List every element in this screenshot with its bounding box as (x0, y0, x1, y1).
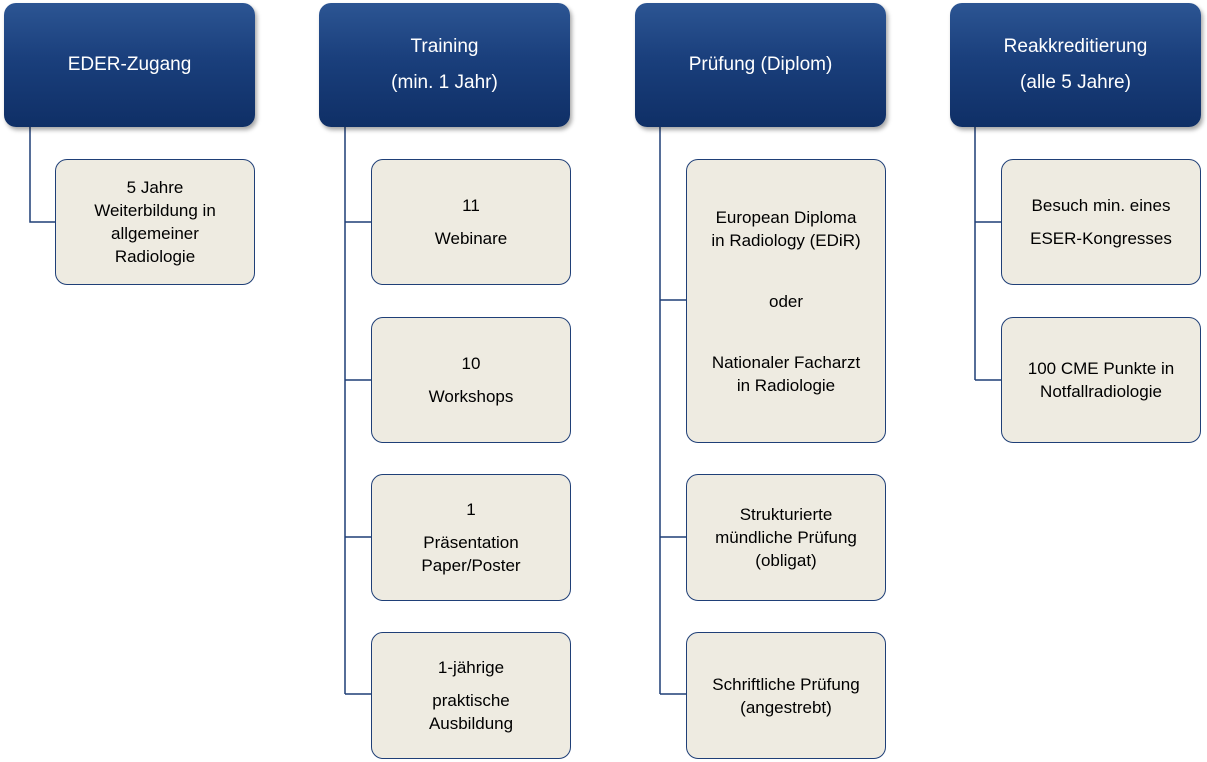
card-workshops: 10 Workshops (371, 317, 571, 443)
card-webinare: 11 Webinare (371, 159, 571, 285)
card-count: 1 (466, 500, 476, 519)
card-text: 1-jährige (437, 658, 505, 677)
header-sublabel: (min. 1 Jahr) (391, 72, 498, 93)
card-schriftliche-pruefung: Schriftliche Prüfung (angestrebt) (686, 632, 886, 759)
card-text: Ausbildung (428, 714, 514, 733)
card-connector-word: oder (768, 291, 804, 311)
header-label: Training (410, 36, 479, 57)
card-text: Weiterbildung in (94, 201, 216, 220)
card-text: 100 CME Punkte in (1027, 359, 1175, 378)
header-reakkreditierung: Reakkreditierung (alle 5 Jahre) (950, 3, 1201, 127)
card-text: Paper/Poster (421, 556, 521, 575)
header-sublabel: (alle 5 Jahre) (1020, 72, 1131, 93)
card-text: Workshops (428, 387, 514, 406)
card-text: mündliche Prüfung (715, 528, 857, 547)
card-text: European Diploma (715, 207, 857, 227)
card-muendliche-pruefung: Strukturierte mündliche Prüfung (obligat… (686, 474, 886, 601)
card-edir-oder-facharzt: European Diploma in Radiology (EDiR) ode… (686, 159, 886, 443)
card-count: 10 (461, 354, 481, 373)
card-text: (obligat) (755, 551, 817, 570)
card-text: Schriftliche Prüfung (712, 674, 860, 694)
header-training: Training (min. 1 Jahr) (319, 3, 570, 127)
card-text: allgemeiner (111, 224, 199, 243)
card-praktische-ausbildung: 1-jährige praktische Ausbildung (371, 632, 571, 759)
header-eder-zugang: EDER-Zugang (4, 3, 255, 127)
card-text: (angestrebt) (740, 697, 832, 717)
card-text: praktische (432, 691, 510, 710)
card-text: Radiologie (114, 247, 196, 266)
card-text: in Radiologie (736, 375, 836, 395)
card-text: Nationaler Facharzt (711, 352, 861, 372)
card-text: in Radiology (EDiR) (711, 230, 861, 250)
card-text: Besuch min. eines (1031, 196, 1171, 215)
card-count: 11 (462, 196, 480, 215)
connector-line (29, 127, 55, 223)
card-praesentation: 1 Präsentation Paper/Poster (371, 474, 571, 601)
card-eser-kongress: Besuch min. eines ESER-Kongresses (1001, 159, 1201, 285)
card-weiterbildung: 5 Jahre Weiterbildung in allgemeiner Rad… (55, 159, 255, 285)
card-text: Strukturierte (739, 505, 833, 524)
card-text: 5 Jahre (126, 178, 184, 197)
header-label: Prüfung (Diplom) (688, 54, 833, 75)
card-cme-punkte: 100 CME Punkte in Notfallradiologie (1001, 317, 1201, 443)
header-label: Reakkreditierung (1003, 36, 1148, 57)
card-text: Notfallradiologie (1040, 382, 1162, 401)
header-pruefung: Prüfung (Diplom) (635, 3, 886, 127)
card-text: ESER-Kongresses (1030, 229, 1172, 248)
card-text: Präsentation (423, 533, 519, 552)
card-text: Webinare (434, 229, 508, 248)
header-label: EDER-Zugang (67, 54, 192, 75)
